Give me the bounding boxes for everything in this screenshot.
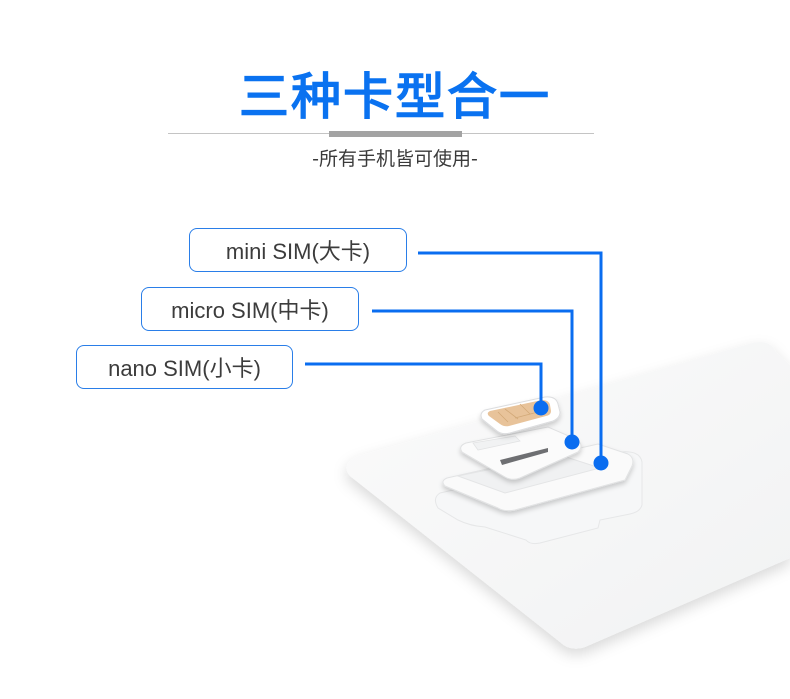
connector-line-nano — [305, 362, 543, 408]
connector-line-micro — [372, 309, 574, 442]
divider-accent-bar — [329, 131, 462, 137]
page-subtitle: -所有手机皆可使用- — [312, 148, 478, 170]
label-nano-sim: nano SIM(小卡) — [76, 345, 293, 389]
micro-contact-strip — [500, 448, 548, 465]
marker-dot-micro — [564, 434, 580, 450]
connector-line-mini — [418, 251, 603, 463]
marker-dot-nano — [533, 400, 549, 416]
marker-dot-mini — [593, 455, 609, 471]
label-micro-sim: micro SIM(中卡) — [141, 287, 359, 331]
label-mini-sim: mini SIM(大卡) — [189, 228, 407, 272]
page-title: 三种卡型合一 — [239, 68, 551, 126]
label-nano-sim-text: nano SIM(小卡) — [108, 356, 261, 381]
label-micro-sim-text: micro SIM(中卡) — [171, 298, 329, 323]
label-mini-sim-text: mini SIM(大卡) — [225, 239, 371, 264]
